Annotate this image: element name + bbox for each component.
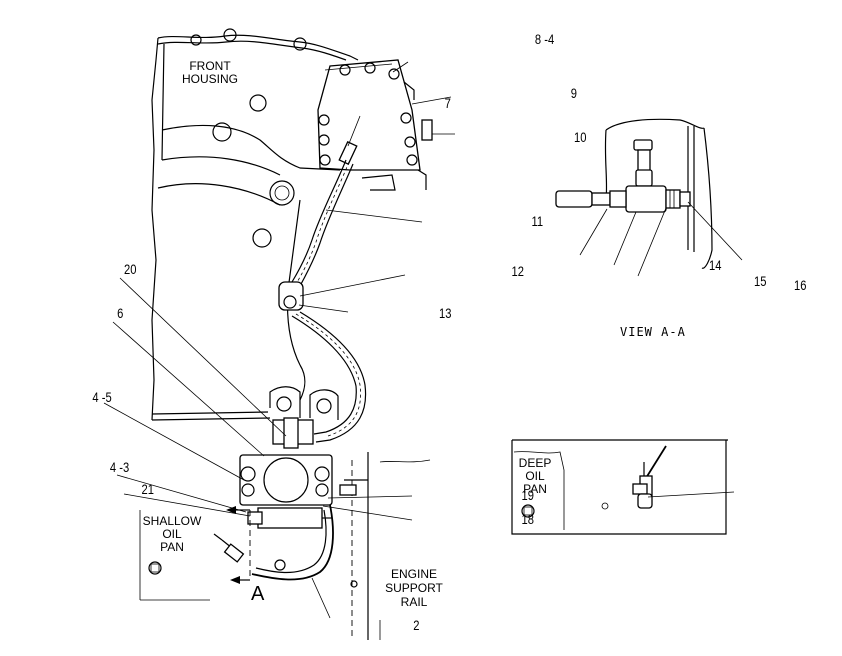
callout-14: 14 bbox=[709, 258, 721, 273]
callout-4-5: 4 -5 bbox=[92, 390, 111, 405]
engine-support-rail-label-line2: SUPPORT bbox=[385, 581, 443, 595]
front-housing-label-line1: FRONT bbox=[189, 59, 231, 73]
engine-support-rail bbox=[339, 452, 431, 640]
deep-oil-pan-label-line2: OIL bbox=[525, 469, 545, 483]
front-housing-outline bbox=[151, 28, 427, 421]
pump-block bbox=[213, 417, 334, 581]
callout-11: 11 bbox=[531, 214, 543, 229]
callout-8-4: 8 -4 bbox=[535, 32, 554, 47]
view-a-a-title: VIEW A-A bbox=[620, 325, 686, 339]
area-labels: FRONT HOUSING SHALLOW OIL PAN ENGINE SUP… bbox=[143, 59, 552, 609]
callout-21: 21 bbox=[142, 482, 154, 497]
shallow-oil-pan-label-line2: OIL bbox=[162, 527, 182, 541]
engine-support-rail-label-line3: RAIL bbox=[401, 595, 428, 609]
callout-6: 6 bbox=[117, 306, 123, 321]
deep-oil-pan-label-line3: PAN bbox=[523, 482, 547, 496]
view-a-a-detail: VIEW A-A bbox=[555, 118, 713, 339]
oil-tube-assembly bbox=[278, 140, 367, 443]
front-cover-plate bbox=[317, 59, 433, 171]
section-a-label: A bbox=[251, 583, 265, 605]
callout-13: 13 bbox=[439, 306, 451, 321]
engine-support-rail-label-line1: ENGINE bbox=[391, 567, 437, 581]
callout-15: 15 bbox=[754, 274, 766, 289]
callout-2: 2 bbox=[413, 618, 419, 633]
callout-16: 16 bbox=[794, 278, 806, 293]
front-housing-label-line2: HOUSING bbox=[182, 72, 238, 86]
callout-9: 9 bbox=[571, 86, 577, 101]
deep-oil-pan-label-line1: DEEP bbox=[519, 456, 552, 470]
callout-numbers: 8 -4 9 10 7 11 12 13 20 6 4 -5 4 -3 21 1… bbox=[92, 32, 806, 633]
callout-4-3: 4 -3 bbox=[110, 460, 129, 475]
callout-10: 10 bbox=[574, 130, 586, 145]
shallow-oil-pan bbox=[139, 510, 210, 601]
callout-20: 20 bbox=[124, 262, 136, 277]
shallow-oil-pan-label-line1: SHALLOW bbox=[143, 514, 202, 528]
callout-12: 12 bbox=[512, 264, 524, 279]
callout-18: 18 bbox=[522, 512, 534, 527]
shallow-oil-pan-label-line3: PAN bbox=[160, 540, 184, 554]
callout-19: 19 bbox=[522, 488, 534, 503]
deep-oil-pan-detail bbox=[511, 439, 728, 535]
leader-lines bbox=[103, 61, 743, 619]
callout-7: 7 bbox=[445, 96, 451, 111]
